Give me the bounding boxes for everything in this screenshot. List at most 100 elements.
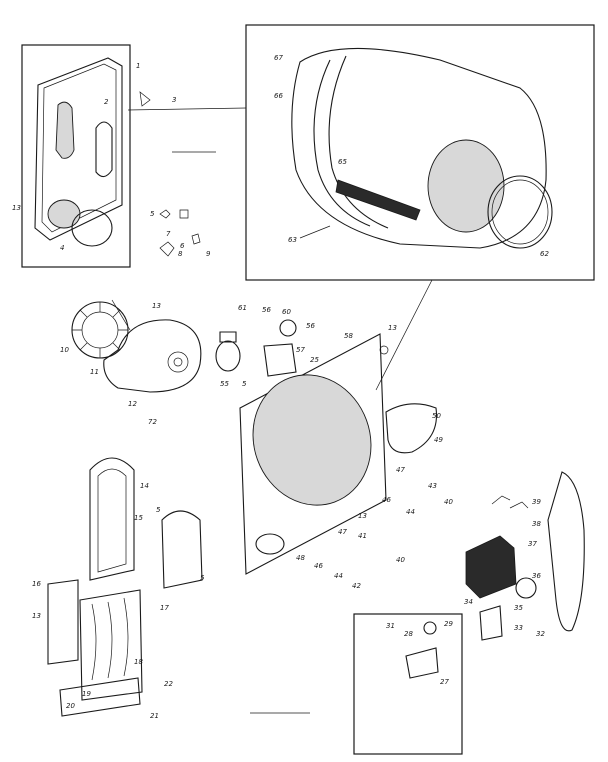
callout-44-b: 44	[334, 572, 343, 580]
idler-pulley	[405, 647, 439, 679]
callout-18: 18	[134, 658, 143, 666]
callout-38: 38	[532, 520, 541, 528]
callout-72: 72	[148, 418, 157, 426]
blower-wheel	[71, 301, 129, 359]
heater-plate	[47, 579, 79, 665]
callout-3: 3	[172, 96, 176, 104]
rear-panel-vent	[255, 533, 285, 555]
callout-46-b: 46	[314, 562, 323, 570]
callout-15: 15	[134, 514, 143, 522]
callout-62: 62	[540, 250, 549, 258]
motor-clamps	[491, 495, 529, 509]
lint-seal	[95, 121, 113, 178]
callout-35: 35	[514, 604, 523, 612]
drum-group-box	[245, 24, 595, 281]
callout-34: 34	[464, 598, 473, 606]
callout-20: 20	[66, 702, 75, 710]
callout-65: 65	[338, 158, 347, 166]
callout-9: 9	[206, 250, 211, 258]
callout-13-e: 13	[32, 612, 41, 620]
blower-assembly	[71, 301, 202, 393]
callout-1: 1	[136, 62, 140, 70]
callout-37: 37	[528, 540, 537, 548]
callout-43: 43	[428, 482, 437, 490]
callout-40-a: 40	[444, 498, 453, 506]
heater-box	[79, 589, 143, 701]
callout-56-a: 56	[262, 306, 271, 314]
callout-5-c: 5	[200, 574, 205, 582]
callout-8: 8	[178, 250, 183, 258]
idler-group	[353, 613, 463, 755]
front-panel	[34, 57, 123, 241]
callout-2: 2	[104, 98, 109, 106]
callout-5-b: 5	[156, 506, 161, 514]
callout-4: 4	[60, 244, 64, 252]
callout-13-a: 13	[12, 204, 21, 212]
callout-5-d: 5	[242, 380, 247, 388]
callout-67: 67	[274, 54, 283, 62]
callout-17: 17	[160, 604, 169, 612]
leader-lines	[111, 107, 433, 714]
callout-13-b: 13	[152, 302, 161, 310]
clip-3	[139, 91, 151, 107]
callout-49: 49	[434, 436, 443, 444]
callouts: 1 2 3 4 5 6 7 9 10 11 12 13 13 13 13 13 …	[12, 54, 549, 720]
motor-pulley	[515, 577, 537, 599]
drum	[291, 47, 547, 249]
heater-bracket	[59, 677, 141, 717]
callout-41: 41	[358, 532, 367, 540]
lint-opening	[55, 101, 75, 159]
door-switch	[263, 343, 297, 377]
callout-11: 11	[90, 368, 99, 376]
callout-14: 14	[140, 482, 149, 490]
lamp-bulb	[215, 340, 241, 372]
drum-seal	[487, 175, 553, 249]
rear-panel	[239, 333, 389, 575]
callout-13-d: 13	[358, 512, 367, 520]
door-seal	[71, 209, 113, 247]
callout-40-b: 40	[396, 556, 405, 564]
callout-27: 27	[440, 678, 449, 686]
callout-33: 33	[514, 624, 523, 632]
door-opening	[47, 199, 81, 229]
callout-10: 10	[60, 346, 69, 354]
blower-housing	[103, 319, 202, 393]
drum-group	[245, 24, 595, 281]
callout-61: 61	[238, 304, 247, 312]
switch-knob	[279, 319, 297, 337]
callout-46-a: 46	[382, 496, 391, 504]
door-hardware	[159, 209, 201, 257]
callout-16: 16	[32, 580, 41, 588]
callout-66: 66	[274, 92, 283, 100]
callout-39: 39	[532, 498, 541, 506]
callout-55: 55	[220, 380, 229, 388]
callout-25: 25	[310, 356, 319, 364]
callout-44-a: 44	[406, 508, 415, 516]
screw-63	[299, 225, 331, 239]
callout-12: 12	[128, 400, 137, 408]
lamp-socket	[219, 331, 237, 343]
callout-19: 19	[82, 690, 91, 698]
callout-50: 50	[432, 412, 441, 420]
duct-and-heater	[47, 457, 203, 717]
callout-60: 60	[282, 308, 291, 316]
callout-31: 31	[386, 622, 395, 630]
callout-7: 7	[166, 230, 171, 238]
callout-36: 36	[532, 572, 541, 580]
callout-22: 22	[164, 680, 173, 688]
callout-6: 6	[180, 242, 185, 250]
callout-57: 57	[296, 346, 305, 354]
rear-panel-frame	[239, 333, 387, 575]
callout-28: 28	[404, 630, 413, 638]
idler-group-box	[353, 613, 463, 755]
heater-duct	[89, 457, 135, 581]
callout-47-b: 47	[338, 528, 347, 536]
callout-58: 58	[344, 332, 353, 340]
callout-21: 21	[150, 712, 159, 720]
callout-5: 5	[150, 210, 155, 218]
motor-mount	[479, 605, 503, 641]
callout-32: 32	[536, 630, 545, 638]
lamp-and-switch	[215, 319, 297, 377]
callout-56-b: 56	[306, 322, 315, 330]
